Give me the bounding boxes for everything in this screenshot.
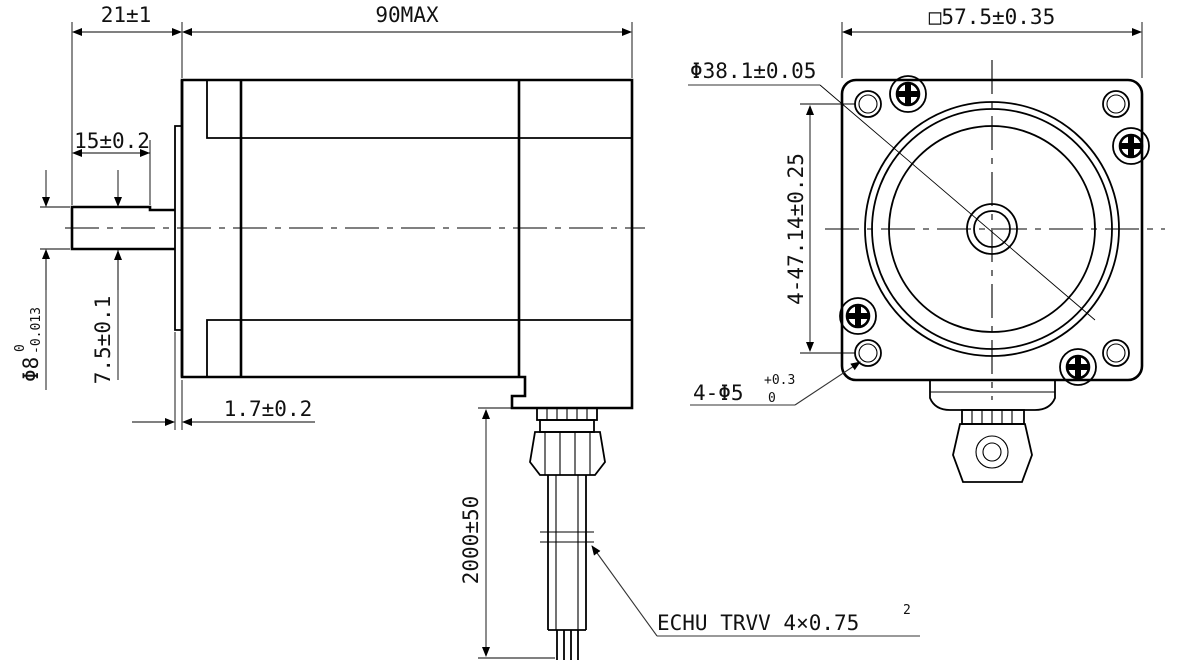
dim-mount-holes-tol-upper: +0.3 (764, 373, 795, 388)
screw-top (889, 75, 927, 113)
dim-hole-spacing: 4-47.14±0.25 (784, 153, 808, 305)
dim-shaft-flat: 15±0.2 (74, 129, 150, 153)
dim-cable-length: 2000±50 (459, 496, 483, 585)
dim-shaft-extension: 21±1 (101, 3, 152, 27)
dim-shaft-diameter-tol-upper: 0 (13, 344, 28, 352)
mount-hole-tl (854, 90, 882, 118)
side-view: 21±1 90MAX 15±0.2 7.5±0.1 Φ8 0 -0.013 (13, 3, 920, 660)
dim-body-length: 90MAX (375, 3, 439, 27)
dim-flat-depth: 7.5±0.1 (91, 296, 115, 385)
cable-spec-sup: 2 (903, 603, 911, 618)
screw-left (839, 297, 877, 335)
dim-flange-square: □57.5±0.35 (929, 5, 1055, 29)
cable-spec: ECHU TRVV 4×0.75 (657, 611, 859, 635)
mount-hole-tr (1102, 90, 1130, 118)
screw-bottom (1059, 348, 1097, 386)
mount-hole-br (1102, 339, 1130, 367)
dim-shaft-diameter-tol-lower: -0.013 (29, 307, 44, 354)
dim-boss-diameter: Φ38.1±0.05 (690, 59, 816, 83)
front-view: □57.5±0.35 Φ38.1±0.05 4-47.14±0.25 4-Φ5 … (688, 5, 1165, 483)
dim-mount-holes-tol-lower: 0 (768, 391, 776, 406)
dim-flange-thickness: 1.7±0.2 (224, 397, 313, 421)
screw-right (1112, 127, 1150, 165)
dim-mount-holes: 4-Φ5 (693, 381, 744, 405)
cable-gland-side (529, 407, 606, 660)
dim-shaft-diameter: Φ8 (19, 357, 43, 382)
